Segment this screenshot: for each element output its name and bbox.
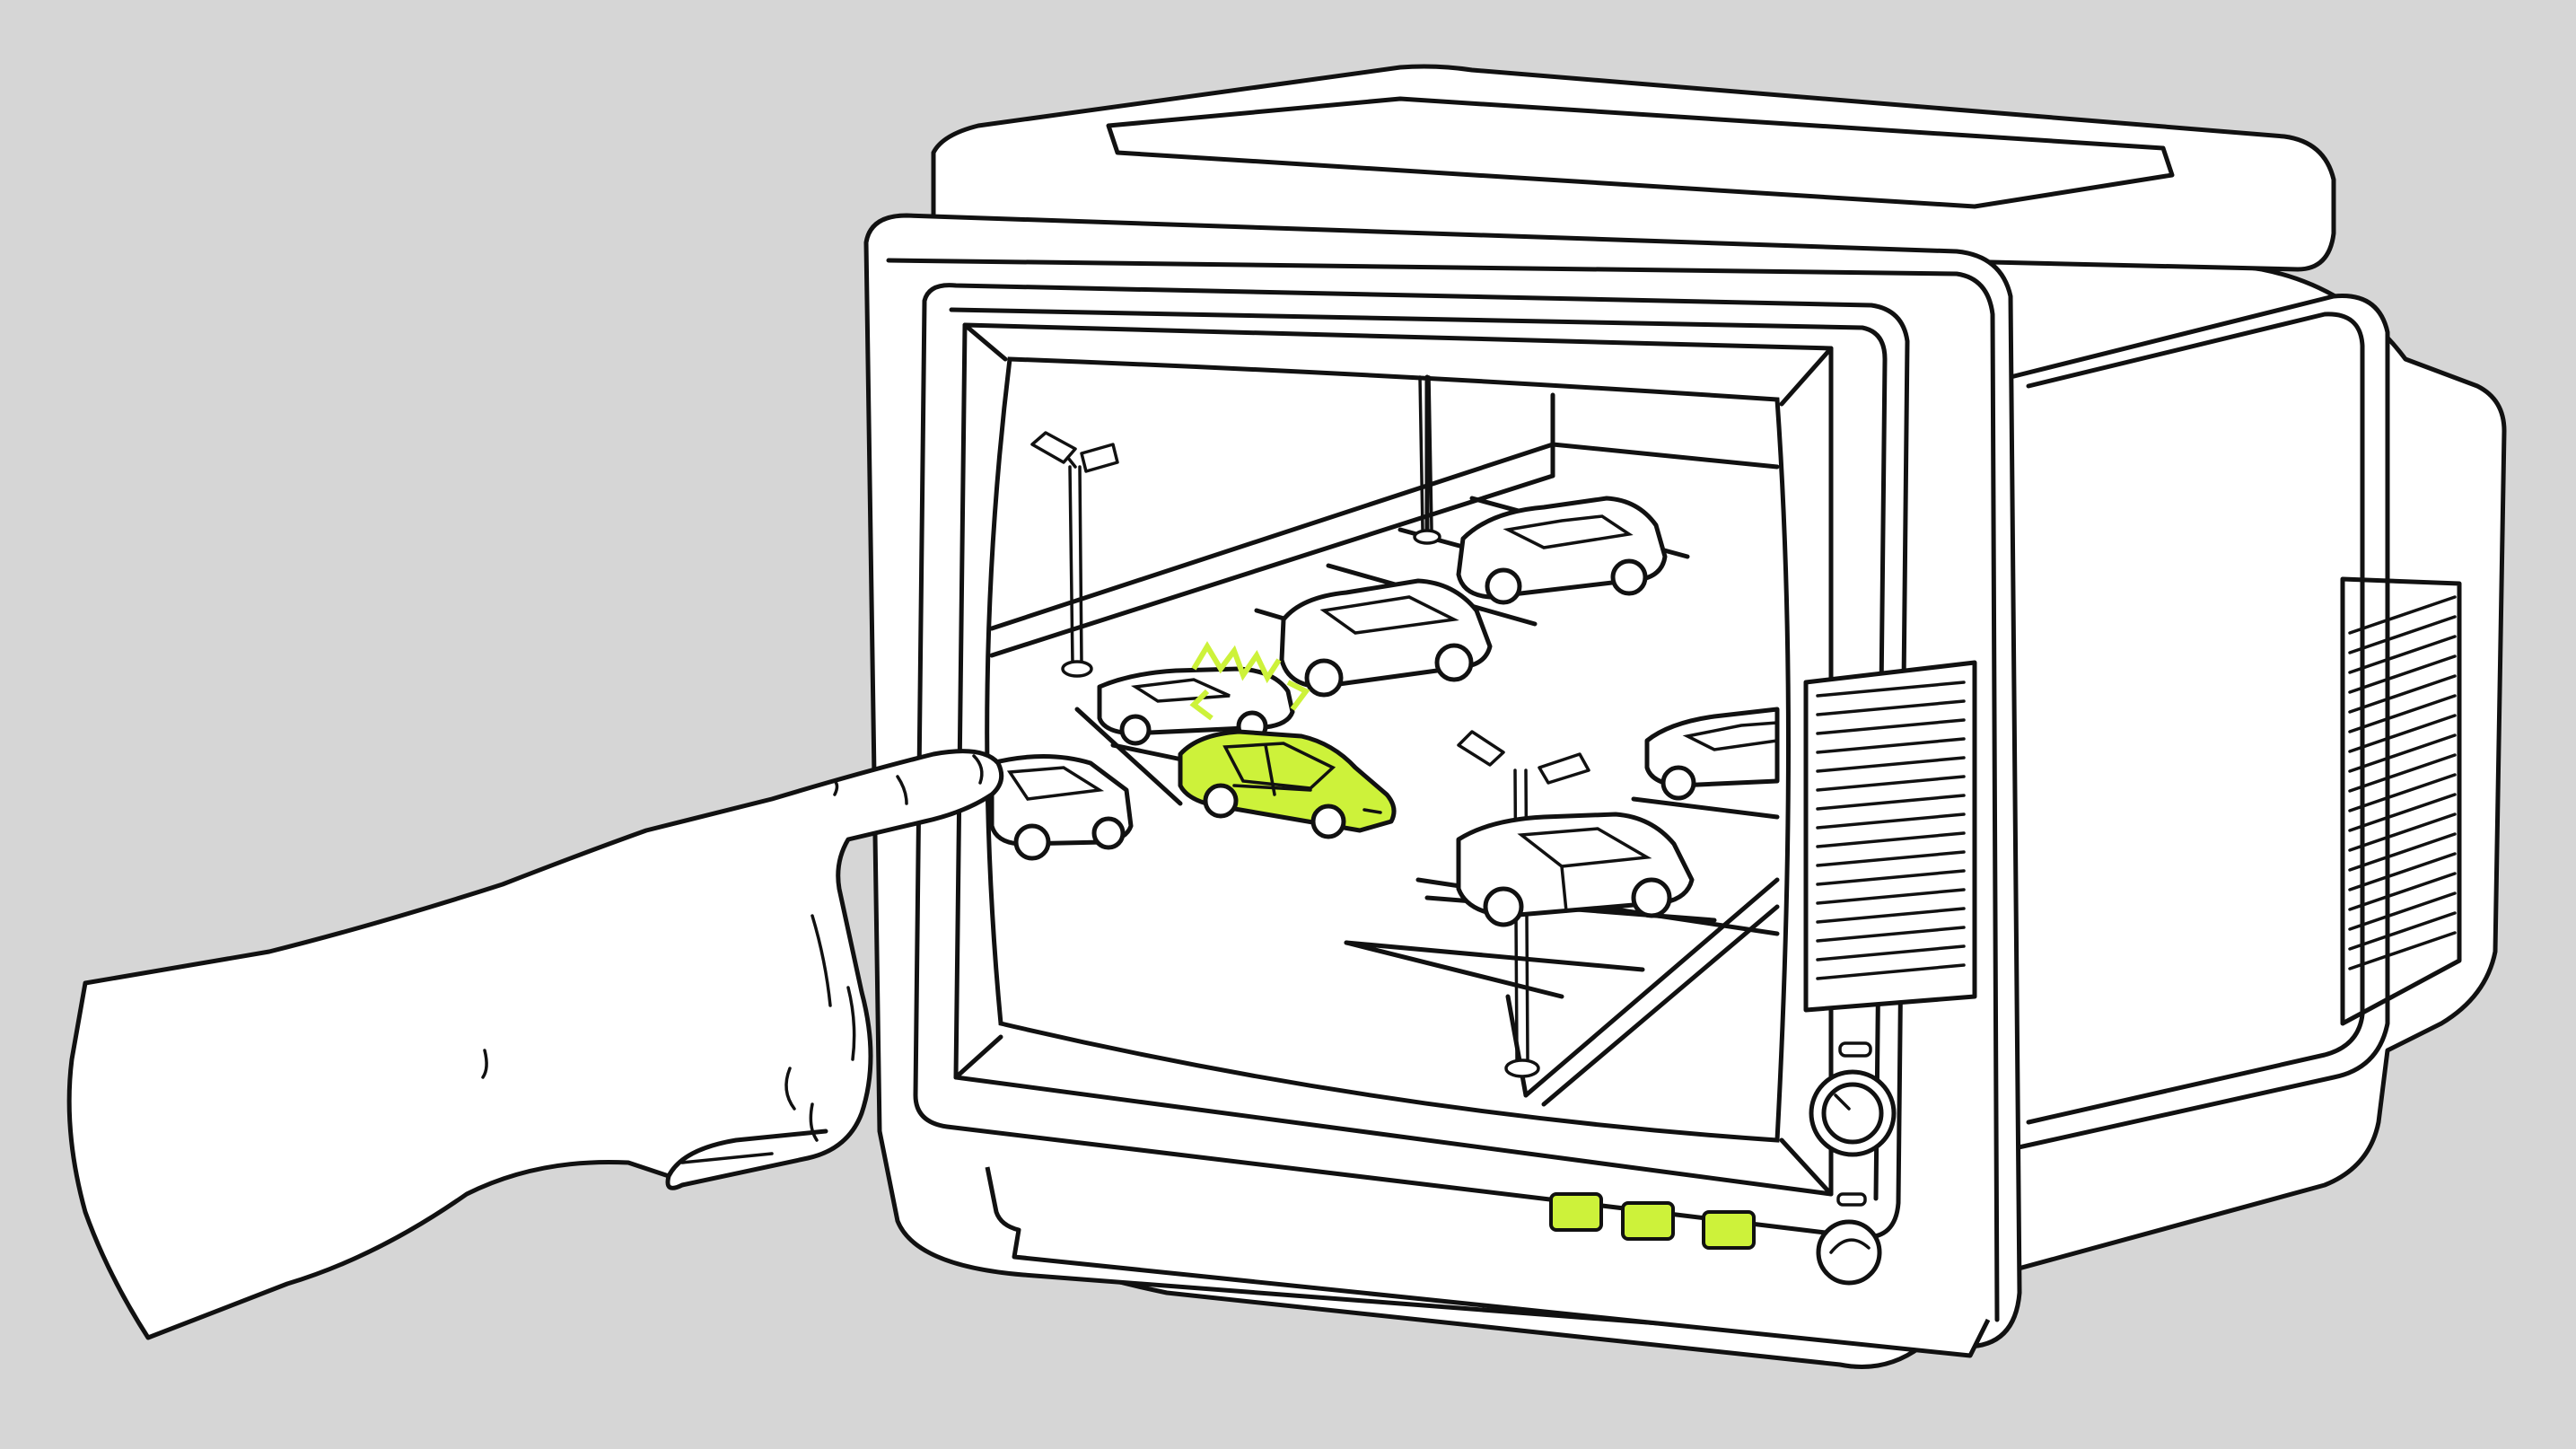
vent-slat xyxy=(2348,812,2457,852)
vent-slat xyxy=(2348,872,2457,911)
lamp-post-left xyxy=(1030,431,1119,678)
vent-slat xyxy=(2348,615,2457,654)
finger-crease xyxy=(896,775,908,805)
car-back-center xyxy=(1279,578,1493,698)
alert-car xyxy=(1178,729,1397,839)
vent-slat xyxy=(2348,891,2457,931)
grille-slat xyxy=(1816,944,1966,962)
monitor-side-panel xyxy=(2008,294,2390,1152)
grille-slat xyxy=(1816,907,1966,924)
vent-slat xyxy=(2348,694,2457,733)
grille-slat xyxy=(1816,850,1966,867)
grille-slat xyxy=(1816,888,1966,905)
grille-slat xyxy=(1816,775,1966,792)
grille-slat xyxy=(1816,926,1966,943)
pointing-hand xyxy=(66,749,1004,1340)
control-button-3 xyxy=(1702,1210,1756,1250)
screen xyxy=(985,356,1791,1143)
vent-slat xyxy=(2348,911,2457,951)
control-buttons xyxy=(1549,1192,1756,1250)
grille-slat xyxy=(1816,794,1966,811)
grille-slat xyxy=(1816,699,1966,716)
control-button-1 xyxy=(1549,1192,1603,1232)
car-back-right xyxy=(1456,496,1668,605)
grille-slat xyxy=(1816,963,1966,980)
grille-slat xyxy=(1816,831,1966,848)
grille-slat xyxy=(1816,681,1966,698)
side-vent xyxy=(2340,576,2462,1026)
control-button-2 xyxy=(1621,1201,1675,1241)
vent-slat xyxy=(2348,595,2457,635)
vent-slat xyxy=(2348,654,2457,694)
knob-lower xyxy=(1816,1192,1882,1286)
car-right-edge xyxy=(1644,707,1780,801)
vent-slat xyxy=(2348,753,2457,793)
grille-slat xyxy=(1816,737,1966,754)
monitor-base xyxy=(985,1166,1991,1358)
car-front-left xyxy=(989,754,1134,861)
vent-slat xyxy=(2348,793,2457,832)
vent-slat xyxy=(2348,733,2457,773)
vent-slat xyxy=(2348,852,2457,891)
hand-arm xyxy=(66,749,1004,1340)
vent-slat xyxy=(2348,714,2457,753)
car-front-right xyxy=(1456,812,1695,927)
vent-slat xyxy=(2348,635,2457,674)
grille-slat xyxy=(1816,812,1966,830)
vent-slat xyxy=(2348,773,2457,812)
grille-slat xyxy=(1816,718,1966,735)
alert-burst xyxy=(1189,641,1310,721)
lamp-post-back xyxy=(1413,375,1441,545)
knob-upper xyxy=(1809,1041,1897,1157)
grille-slat xyxy=(1816,756,1966,773)
vent-slat xyxy=(2348,832,2457,872)
vent-slat xyxy=(2348,674,2457,714)
grille-slat xyxy=(1816,869,1966,886)
vent-slat xyxy=(2348,931,2457,970)
